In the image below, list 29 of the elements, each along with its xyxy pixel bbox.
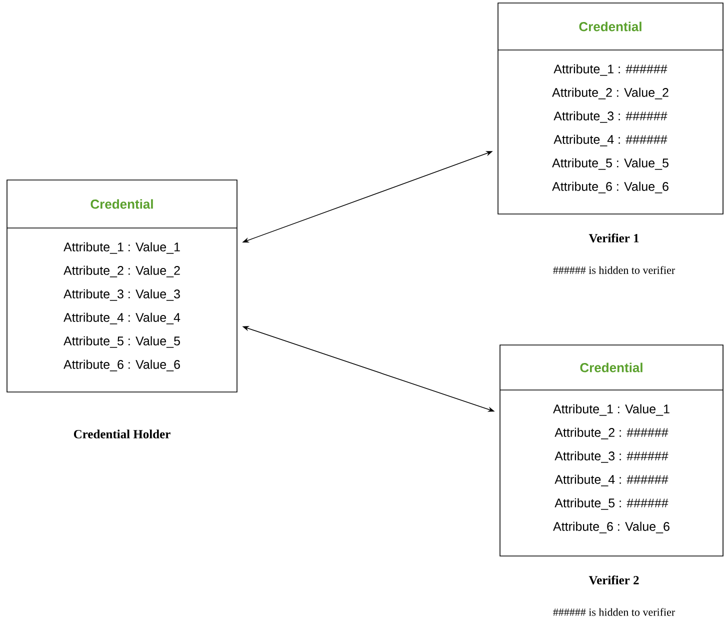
caption-label: Verifier 1 bbox=[588, 234, 639, 242]
attribute-line: Attribute_6 : Value_6 bbox=[553, 522, 670, 534]
credential-card bbox=[500, 344, 724, 616]
card-title: Credential bbox=[579, 22, 642, 32]
caption-label: Verifier 2 bbox=[588, 576, 639, 584]
attribute-line: Attribute_5 : Value_5 bbox=[552, 158, 668, 170]
attribute-line: Attribute_1 : Value_1 bbox=[64, 242, 180, 254]
note-text: ###### is hidden to verifier bbox=[553, 266, 675, 274]
attribute-line: Attribute_3 : ###### bbox=[554, 111, 668, 123]
attribute-line: Attribute_2 : Value_2 bbox=[64, 266, 180, 278]
caption-label: Credential Holder bbox=[74, 430, 170, 438]
attribute-line: Attribute_6 : Value_6 bbox=[64, 360, 180, 372]
attribute-line: Attribute_5 : ###### bbox=[554, 498, 668, 510]
attribute-line: Attribute_4 : ###### bbox=[554, 474, 668, 486]
attribute-line: Attribute_3 : Value_3 bbox=[64, 289, 180, 301]
attribute-line: Attribute_5 : Value_5 bbox=[64, 336, 180, 348]
attribute-line: Attribute_6 : Value_6 bbox=[552, 182, 668, 194]
attribute-line: Attribute_4 : ###### bbox=[554, 134, 668, 146]
attribute-line: Attribute_4 : Value_4 bbox=[64, 312, 180, 324]
attribute-line: Attribute_1 : Value_1 bbox=[553, 404, 670, 416]
attribute-line: Attribute_1 : ###### bbox=[554, 64, 668, 76]
card-title: Credential bbox=[90, 199, 153, 209]
note-text: ###### is hidden to verifier bbox=[553, 608, 675, 616]
credential-card bbox=[6, 180, 238, 438]
attribute-line: Attribute_2 : Value_2 bbox=[552, 88, 668, 100]
attribute-line: Attribute_3 : ###### bbox=[554, 451, 668, 463]
credential-card bbox=[498, 2, 724, 274]
card-title: Credential bbox=[580, 362, 642, 372]
attribute-line: Attribute_2 : ###### bbox=[554, 428, 668, 440]
